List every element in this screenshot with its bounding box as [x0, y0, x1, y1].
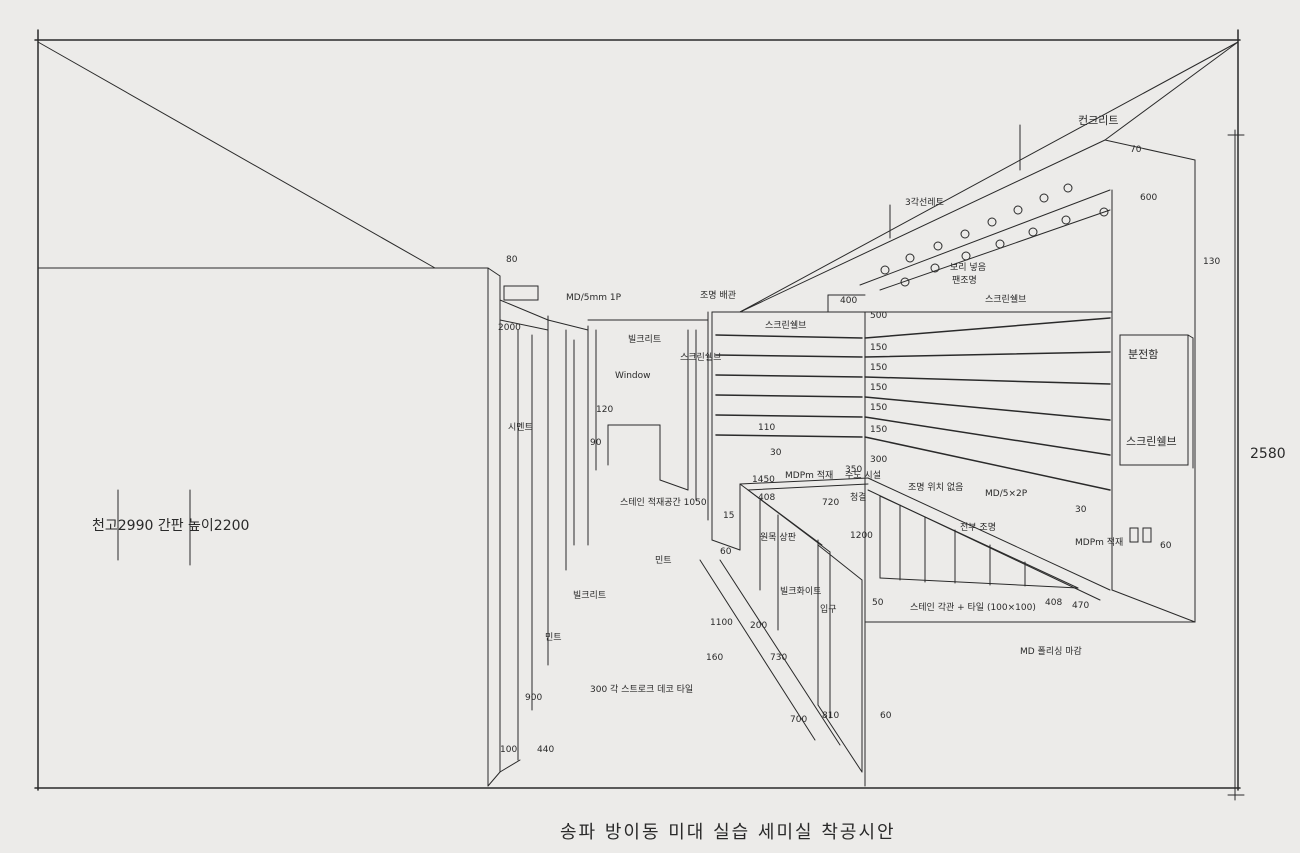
dim-80: 80 — [506, 255, 518, 265]
label-left-door: 빌크리트 — [573, 590, 606, 601]
dim-160: 160 — [706, 653, 723, 663]
ceiling-note: 천고2990 간판 높이2200 — [92, 518, 249, 534]
dim-408: 408 — [758, 493, 775, 503]
label-shelf-2: 스크린쉘브 — [765, 320, 806, 331]
label-top-left: 조명 배관 — [700, 290, 736, 301]
dim-100: 100 — [500, 745, 517, 755]
label-side-note: MD 폴리싱 마감 — [1020, 645, 1082, 657]
left-wall-lines — [37, 41, 489, 787]
dim-60c: 60 — [1160, 541, 1172, 551]
label-floor: 300 각 스트로크 데코 타일 — [590, 683, 693, 695]
floor-guides — [117, 129, 1245, 801]
right-wall-outline — [711, 139, 1196, 787]
dim-150d: 150 — [870, 403, 887, 413]
dim-150b: 150 — [870, 363, 887, 373]
distribution-board — [1119, 334, 1194, 543]
label-left-mint: 민트 — [545, 632, 562, 643]
dim-200: 200 — [750, 621, 767, 631]
dim-440: 440 — [537, 745, 554, 755]
label-clean: 청결 — [850, 492, 867, 503]
dim-350: 350 — [845, 465, 862, 475]
label-cement: 시멘트 — [508, 422, 533, 433]
label-mid-1: 스크린쉘브 — [680, 352, 721, 363]
dim-150a: 150 — [870, 343, 887, 353]
shelf-slats — [715, 317, 1111, 491]
dim-70: 70 — [1130, 145, 1142, 155]
dim-120: 120 — [596, 405, 613, 415]
dim-730: 730 — [770, 653, 787, 663]
label-ceiling-top: 컨크리트 — [1078, 114, 1118, 127]
dim-600: 600 — [1140, 193, 1157, 203]
dim-300: 300 — [870, 455, 887, 465]
dim-1200: 1200 — [850, 531, 873, 541]
dim-60a: 60 — [720, 547, 732, 557]
label-board: 분전함 — [1128, 348, 1158, 361]
label-md-note: MD/5mm 1P — [566, 293, 622, 303]
dim-110: 110 — [758, 423, 775, 433]
left-door-frame — [487, 267, 589, 787]
dim-130: 130 — [1203, 257, 1220, 267]
drawing-title: 송파 방이동 미대 실습 세미실 착공시안 — [560, 822, 896, 843]
pendant-lights — [859, 124, 1111, 291]
dim-150c: 150 — [870, 383, 887, 393]
dim-700: 700 — [790, 715, 807, 725]
label-ceiling-2: 전부 조명 — [960, 522, 996, 533]
label-pendant: 팬조명 — [952, 275, 977, 286]
height-dimension: 2580 — [1250, 446, 1286, 462]
dim-150e: 150 — [870, 425, 887, 435]
dim-15: 15 — [723, 511, 734, 521]
dim-30: 30 — [1075, 505, 1087, 515]
label-window: Window — [615, 371, 651, 381]
ceiling-diagonal — [739, 41, 1239, 313]
dim-1100: 1100 — [710, 618, 733, 628]
dim-408b: 408 — [1045, 598, 1062, 608]
back-corridor — [587, 311, 709, 521]
label-left-panel: 빌크리트 — [628, 334, 661, 345]
dim-2000: 2000 — [498, 323, 521, 333]
dim-720: 720 — [822, 498, 839, 508]
dim-810: 810 — [822, 711, 839, 721]
label-mint-2: 민트 — [655, 555, 672, 566]
label-md-shelf: MD/5×2P — [985, 489, 1028, 499]
label-sink: 스테인 적재공간 1050 — [620, 496, 707, 508]
label-light: 조명 위치 없음 — [908, 481, 963, 493]
label-mid-2: 수도 시설 — [845, 470, 881, 481]
label-mdp: MDPm 적재 — [1075, 536, 1123, 548]
dim-1450: 1450 — [752, 475, 775, 485]
label-entrance: 입구 — [820, 603, 837, 615]
label-shelf-1: 스크린쉘브 — [985, 294, 1026, 305]
dim-500: 500 — [870, 311, 887, 321]
dim-60b: 60 — [880, 711, 892, 721]
label-white: 빌크화이트 — [780, 586, 821, 597]
dim-900: 900 — [525, 693, 542, 703]
dim-400: 400 — [840, 296, 857, 306]
label-ceiling-mid: 3각선레트 — [905, 196, 944, 208]
dim-30b: 30 — [770, 448, 782, 458]
label-red: 보리 넣음 — [950, 262, 986, 273]
dim-50: 50 — [872, 598, 884, 608]
dim-470: 470 — [1072, 601, 1089, 611]
label-steel: 스테인 각관 + 타일 (100×100) — [910, 601, 1036, 613]
dim-90: 90 — [590, 438, 602, 448]
label-desk: 원목 상판 — [760, 532, 796, 543]
label-mdp-2: MDPm 적재 — [785, 469, 833, 481]
outer-frame — [34, 29, 1241, 791]
label-board-2: 스크린쉘브 — [1126, 435, 1177, 448]
center-island — [711, 477, 1111, 773]
